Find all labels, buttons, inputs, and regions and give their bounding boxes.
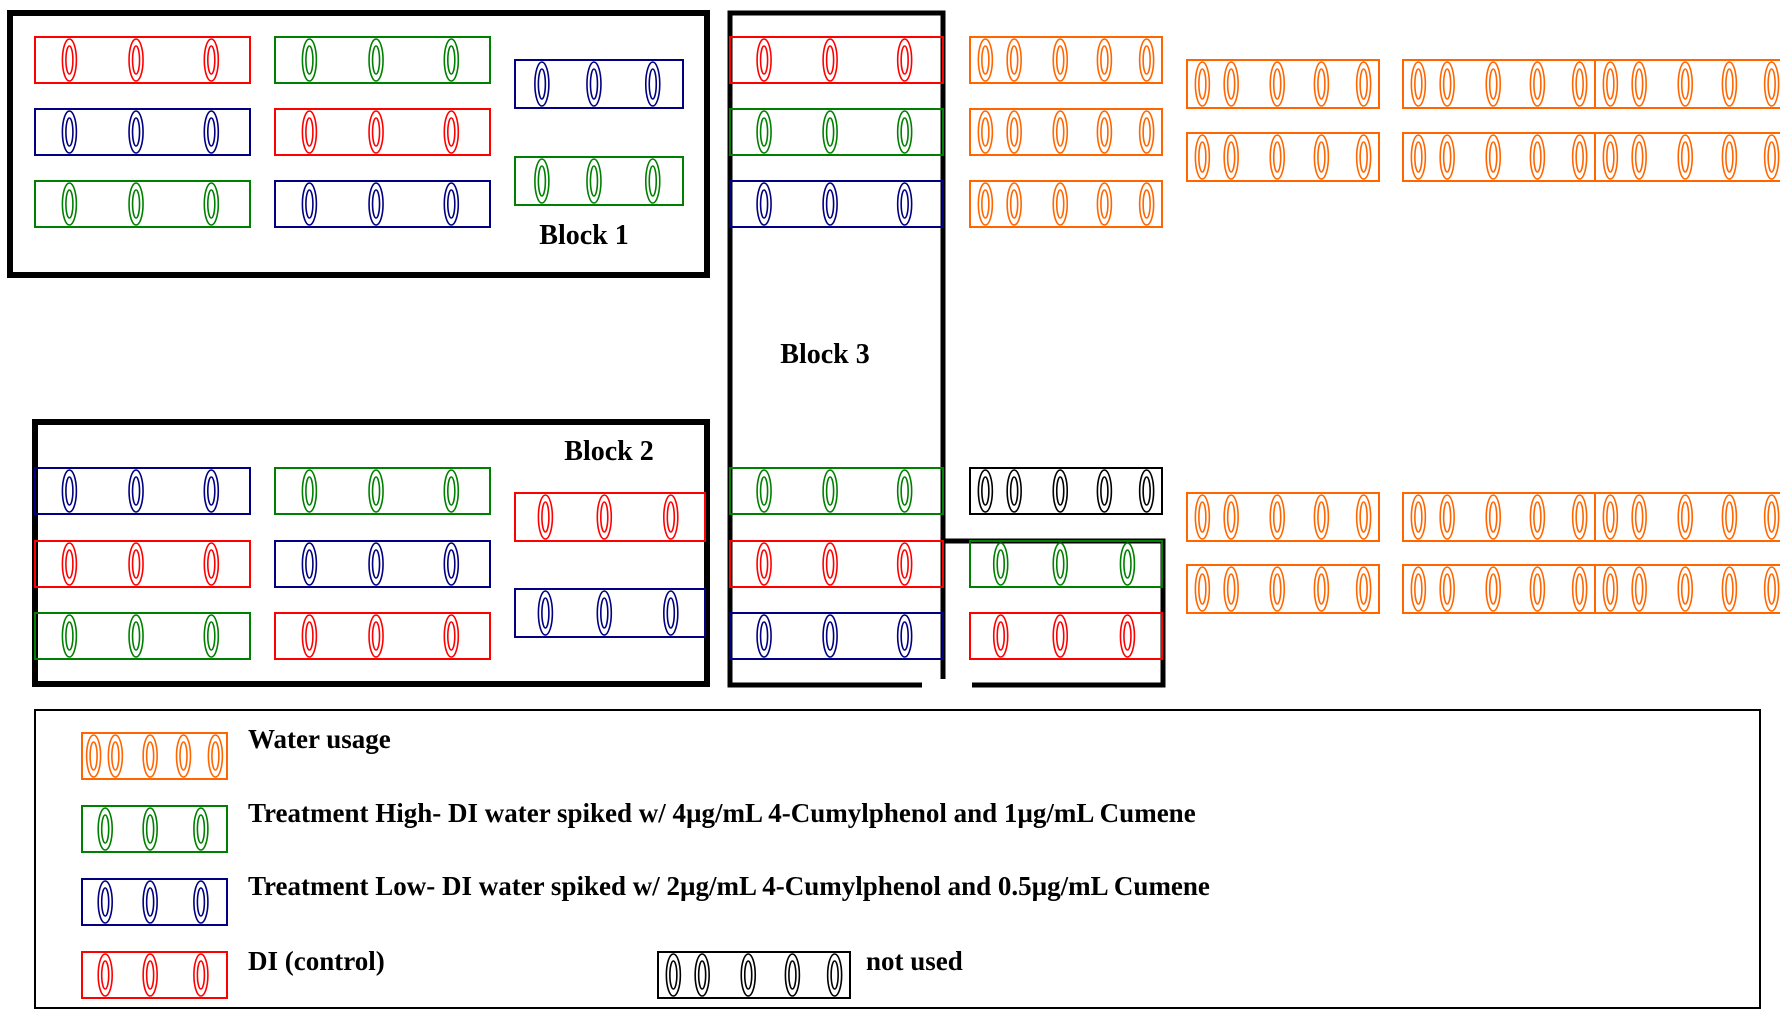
plot-control xyxy=(514,492,706,542)
plot-water xyxy=(969,108,1163,156)
plot-control xyxy=(729,36,944,84)
block-2-label: Block 2 xyxy=(564,436,653,467)
plot-water xyxy=(1594,59,1780,109)
plot-low xyxy=(514,588,706,638)
plot-high xyxy=(729,108,944,156)
plot-water xyxy=(1186,59,1380,109)
plot-high xyxy=(274,467,491,515)
legend-box xyxy=(34,709,1761,1009)
legend-swatch-unused xyxy=(657,951,851,999)
plot-high xyxy=(514,156,684,206)
plot-water xyxy=(969,36,1163,84)
plot-control xyxy=(274,108,491,156)
plot-low xyxy=(729,612,944,660)
plot-control xyxy=(34,36,251,84)
block-3-gap xyxy=(922,679,972,689)
plot-low xyxy=(274,180,491,228)
legend-swatch-low xyxy=(81,878,228,926)
plot-control xyxy=(969,612,1163,660)
plot-water xyxy=(1402,492,1596,542)
block-3-outline-vertical xyxy=(727,10,946,688)
plot-high xyxy=(969,540,1163,588)
plot-control xyxy=(274,612,491,660)
plot-low xyxy=(34,467,251,515)
plot-water xyxy=(1402,132,1596,182)
legend-swatch-water xyxy=(81,732,228,780)
plot-high xyxy=(729,467,944,515)
plot-water xyxy=(1186,564,1380,614)
plot-control xyxy=(34,540,251,588)
block-1-label: Block 1 xyxy=(539,220,628,251)
plot-group xyxy=(34,36,1780,999)
legend-swatch-high xyxy=(81,805,228,853)
plot-control xyxy=(729,540,944,588)
block-1-outline xyxy=(7,10,710,278)
legend-label-control: DI (control) xyxy=(248,946,385,976)
legend-label-water: Water usage xyxy=(248,724,391,754)
legend-swatch-control xyxy=(81,951,228,999)
plot-water xyxy=(1186,132,1380,182)
plot-water xyxy=(1186,492,1380,542)
plot-low xyxy=(34,108,251,156)
legend-label-low: Treatment Low- DI water spiked w/ 2µg/mL… xyxy=(248,871,1210,901)
plot-high xyxy=(34,180,251,228)
plot-low xyxy=(729,180,944,228)
legend-label-unused: not used xyxy=(866,946,963,976)
block-3-label: Block 3 xyxy=(780,339,869,370)
plot-water xyxy=(1402,564,1596,614)
plot-low xyxy=(514,59,684,109)
plot-unused xyxy=(969,467,1163,515)
plot-high xyxy=(34,612,251,660)
plot-low xyxy=(274,540,491,588)
plot-water xyxy=(1402,59,1596,109)
plot-water xyxy=(1594,564,1780,614)
plot-water xyxy=(969,180,1163,228)
legend-label-high: Treatment High- DI water spiked w/ 4µg/m… xyxy=(248,798,1196,828)
plot-high xyxy=(274,36,491,84)
plot-water xyxy=(1594,492,1780,542)
plot-water xyxy=(1594,132,1780,182)
